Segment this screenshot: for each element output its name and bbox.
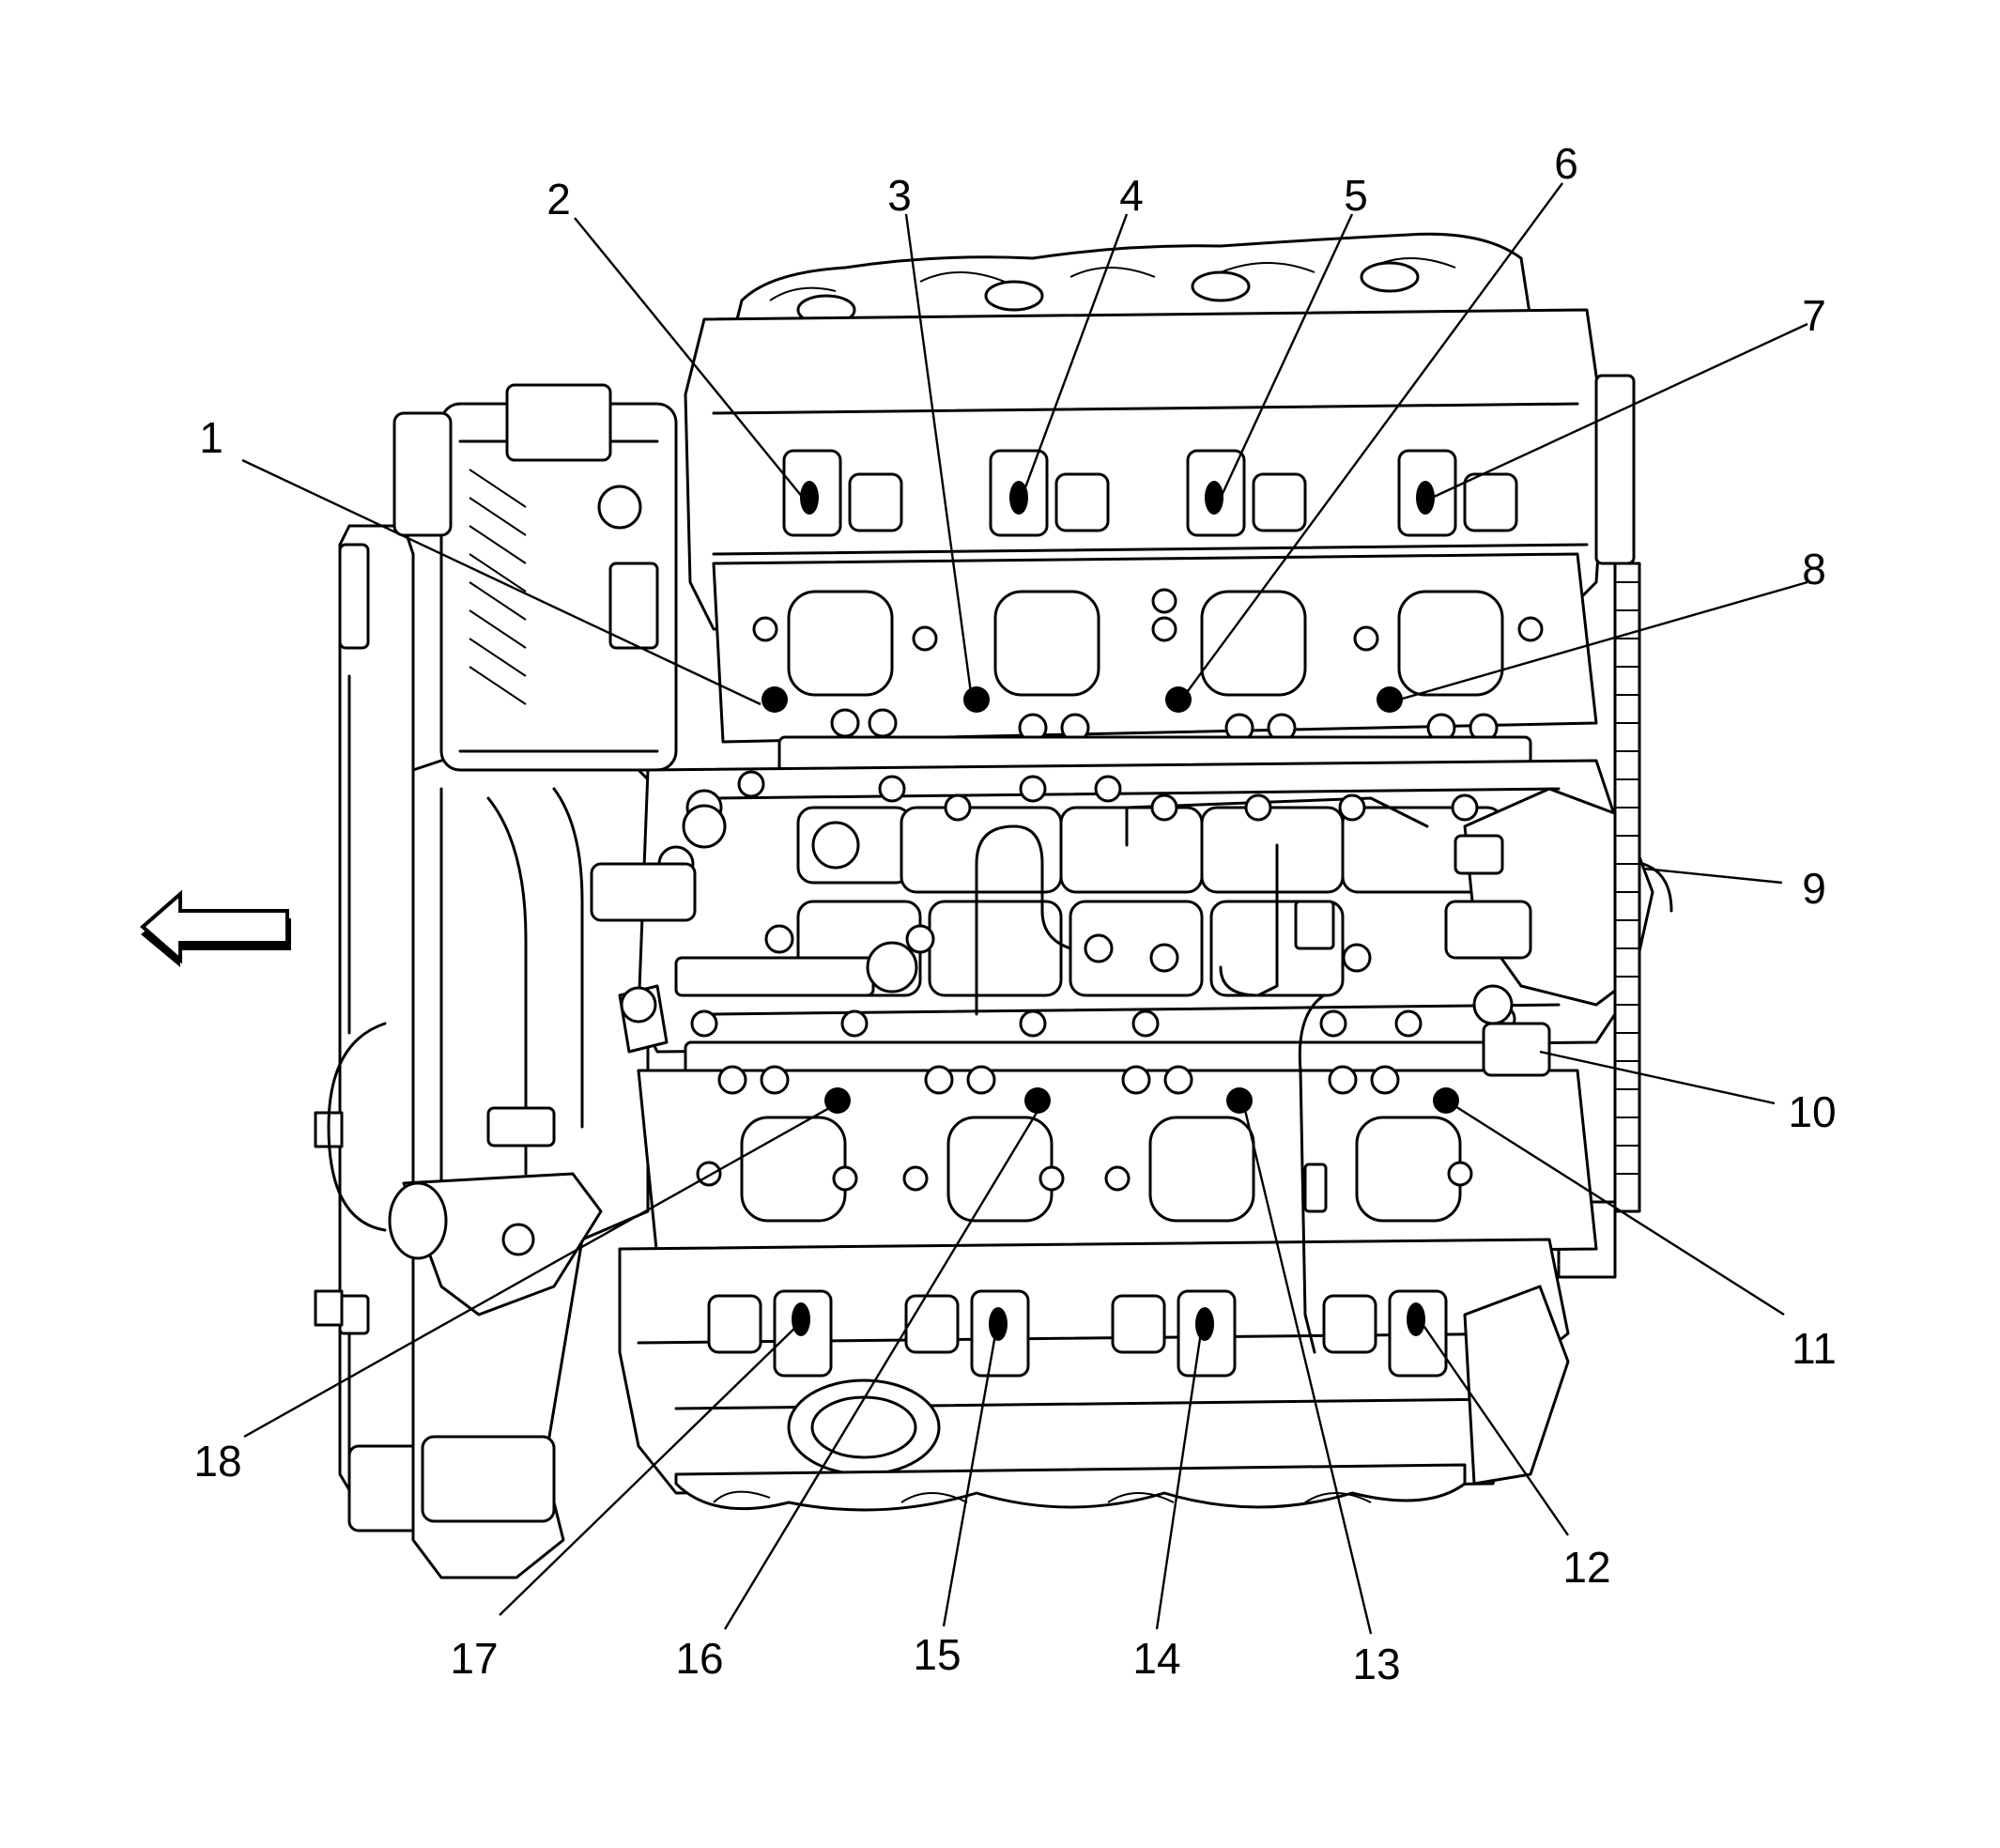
- timing-cover: [411, 749, 650, 1579]
- lower-plug-towers: [707, 1289, 1448, 1378]
- leader-9: [1642, 867, 1783, 885]
- leader-5: [1219, 213, 1354, 499]
- callout-12: 12: [1562, 1543, 1610, 1592]
- upper-head-bolts: [752, 588, 1544, 743]
- callout-6: 6: [1554, 139, 1578, 188]
- leader-12: [1422, 1323, 1569, 1536]
- callout-2: 2: [546, 175, 571, 223]
- leader-18: [243, 1101, 838, 1439]
- lower-valve-cover: [618, 1238, 1570, 1495]
- engine-assembly: [314, 232, 1673, 1579]
- lower-exhaust-contour: [674, 1463, 1467, 1512]
- lower-head-bolts: [696, 1065, 1473, 1192]
- callout-labels: 1 2 3 4 5 6 7 8 9 10 11 12 13 14 15 16 1…: [193, 139, 1836, 1688]
- flywheel-edge: [1557, 374, 1641, 1279]
- thermostat-outlet: [388, 1172, 603, 1317]
- leader-4: [1020, 213, 1129, 499]
- leader-11: [1450, 1101, 1785, 1317]
- callout-8: 8: [1802, 545, 1826, 593]
- leader-17: [499, 1321, 802, 1616]
- leader-7: [1431, 322, 1808, 500]
- alternator: [392, 383, 678, 772]
- leader-14: [1155, 1325, 1204, 1630]
- sensor-harness: [1298, 993, 1326, 1354]
- lower-cylinder-head: [637, 1065, 1598, 1260]
- callout-5: 5: [1344, 171, 1368, 220]
- callout-18: 18: [193, 1437, 241, 1486]
- left-arrow-icon: [139, 889, 291, 967]
- rear-connector: [1482, 1022, 1551, 1077]
- lower-knock-sensors: [824, 1087, 1459, 1114]
- callout-1: 1: [199, 413, 223, 462]
- leader-13: [1242, 1105, 1373, 1635]
- engine-valley: [637, 759, 1617, 1054]
- upper-valve-cover: [684, 308, 1608, 631]
- callout-3: 3: [887, 171, 912, 220]
- leader-6: [1184, 182, 1563, 696]
- callout-4: 4: [1119, 171, 1144, 220]
- leader-2: [574, 217, 804, 499]
- leader-10: [1539, 1050, 1776, 1105]
- valley-bolts: [657, 770, 1516, 1038]
- right-valley-sensor-cluster: [1444, 787, 1673, 1025]
- leader-3: [904, 213, 974, 701]
- callout-7: 7: [1802, 291, 1826, 340]
- callout-leaders: [241, 182, 1808, 1635]
- leader-16: [723, 1102, 1044, 1630]
- left-valley-sensors: [590, 804, 727, 1054]
- callout-14: 14: [1132, 1634, 1180, 1683]
- callout-16: 16: [675, 1634, 723, 1683]
- upper-exhaust-ports: [787, 590, 1504, 697]
- callout-9: 9: [1802, 864, 1826, 913]
- callout-17: 17: [450, 1634, 498, 1683]
- callout-10: 10: [1788, 1087, 1836, 1136]
- callout-13: 13: [1352, 1640, 1400, 1688]
- upper-plug-towers: [782, 449, 1518, 537]
- leader-8: [1398, 580, 1808, 701]
- upper-knock-sensors: [762, 686, 1403, 713]
- leader-1: [241, 458, 762, 706]
- leader-15: [942, 1323, 999, 1627]
- callout-15: 15: [913, 1630, 961, 1679]
- callout-11: 11: [1792, 1324, 1837, 1373]
- upper-cylinder-head: [712, 552, 1598, 744]
